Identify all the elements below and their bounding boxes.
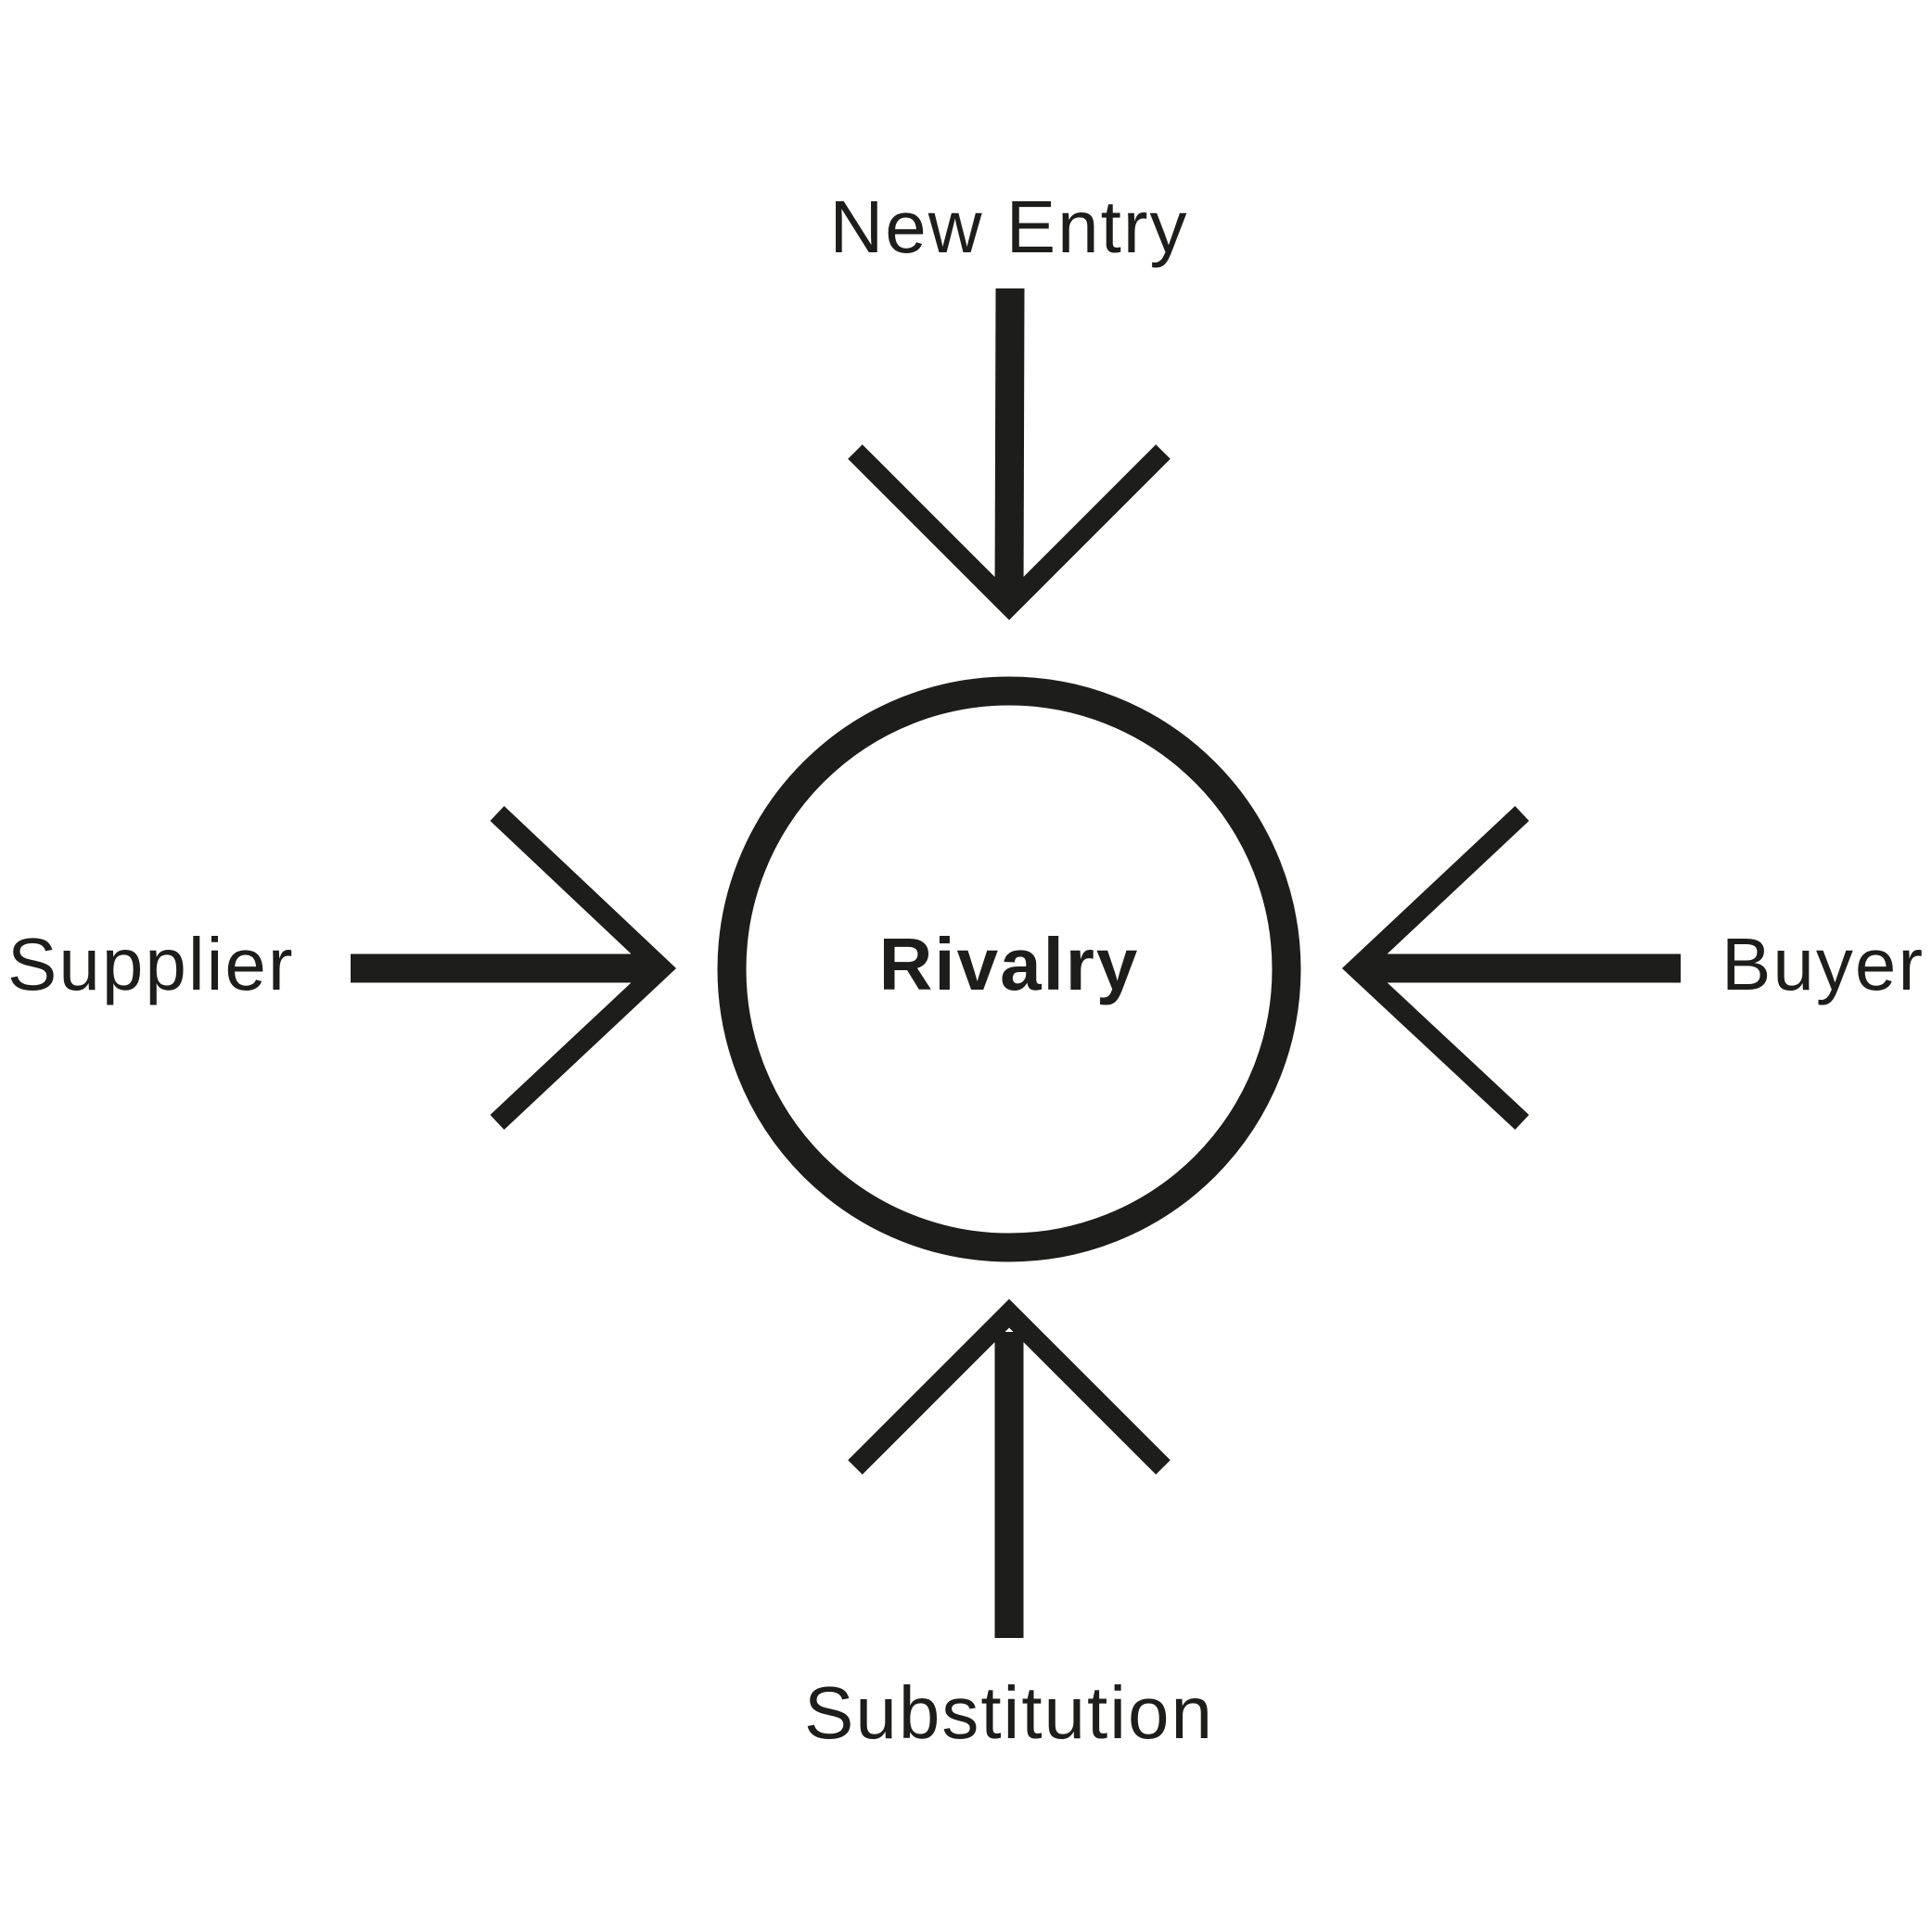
substitution-arrow [848, 1299, 1171, 1638]
buyer-arrow-head [1341, 805, 1529, 1131]
supplier-label: Supplier [7, 923, 295, 1005]
substitution-arrow-head [848, 1299, 1171, 1475]
supplier-arrow-head [490, 805, 677, 1131]
new-entry-arrow-head [848, 444, 1171, 621]
new-entry-label: New Entry [830, 186, 1189, 268]
new-entry-arrow-shaft [994, 288, 1025, 604]
supplier-arrow [351, 805, 677, 1131]
substitution-label: Substitution [804, 1671, 1214, 1754]
buyer-label: Buyer [1721, 923, 1925, 1005]
rivalry-circle [717, 676, 1301, 1262]
rivalry-label: Rivalry [879, 923, 1140, 1005]
buyer-arrow [1341, 805, 1681, 1131]
new-entry-arrow [848, 288, 1171, 621]
